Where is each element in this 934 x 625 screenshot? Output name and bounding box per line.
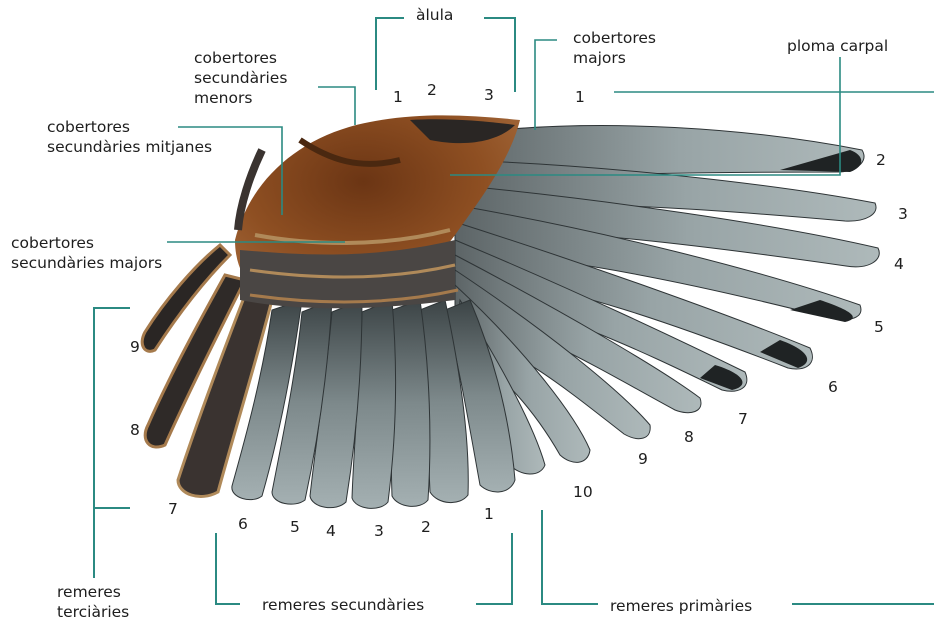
primary-number-9: 9 — [638, 450, 648, 468]
secondary-number-1: 1 — [484, 505, 494, 523]
lesser-secondary-coverts-label: cobertores secundàries menors — [194, 48, 287, 108]
greater-coverts-label: cobertores majors — [573, 28, 656, 68]
secondaries-label: remeres secundàries — [262, 595, 424, 615]
primary-number-3: 3 — [898, 205, 908, 223]
lesser-coverts-leader — [318, 87, 355, 125]
primary-number-6: 6 — [828, 378, 838, 396]
carpal-feather-label: ploma carpal — [787, 36, 888, 56]
alula-number-3: 3 — [484, 86, 494, 104]
secondary-number-5: 5 — [290, 518, 300, 536]
primary-number-7: 7 — [738, 410, 748, 428]
secondaries-bracket-left — [216, 533, 240, 604]
alula-number-1: 1 — [393, 88, 403, 106]
tertials-label: remeres terciàries — [57, 582, 129, 622]
secondaries-bracket-right — [476, 533, 512, 604]
primary-number-8: 8 — [684, 428, 694, 446]
primaries-label: remeres primàries — [610, 596, 752, 616]
secondary-number-3: 3 — [374, 522, 384, 540]
tertial-number-7: 7 — [168, 500, 178, 518]
secondary-number-6: 6 — [238, 515, 248, 533]
primary-number-10: 10 — [573, 483, 593, 501]
alula-label: àlula — [416, 5, 453, 25]
secondary-feathers — [232, 300, 515, 508]
tertial-number-9: 9 — [130, 338, 140, 356]
median-secondary-coverts-label: cobertores secundàries mitjanes — [47, 117, 212, 157]
primary-feathers — [455, 126, 879, 474]
secondary-number-4: 4 — [326, 522, 336, 540]
primary-number-2: 2 — [876, 151, 886, 169]
primaries-bracket-left — [542, 510, 598, 604]
alula-number-2: 2 — [427, 81, 437, 99]
covert-number-1: 1 — [575, 88, 585, 106]
secondary-number-2: 2 — [421, 518, 431, 536]
primary-number-5: 5 — [874, 318, 884, 336]
greater-secondary-coverts-label: cobertores secundàries majors — [11, 233, 162, 273]
primary-number-4: 4 — [894, 255, 904, 273]
tertials-bracket — [94, 308, 130, 578]
alula-bracket-left — [376, 18, 404, 90]
greater-coverts-leader — [535, 40, 557, 130]
tertial-number-8: 8 — [130, 421, 140, 439]
alula-bracket-right — [484, 18, 515, 92]
